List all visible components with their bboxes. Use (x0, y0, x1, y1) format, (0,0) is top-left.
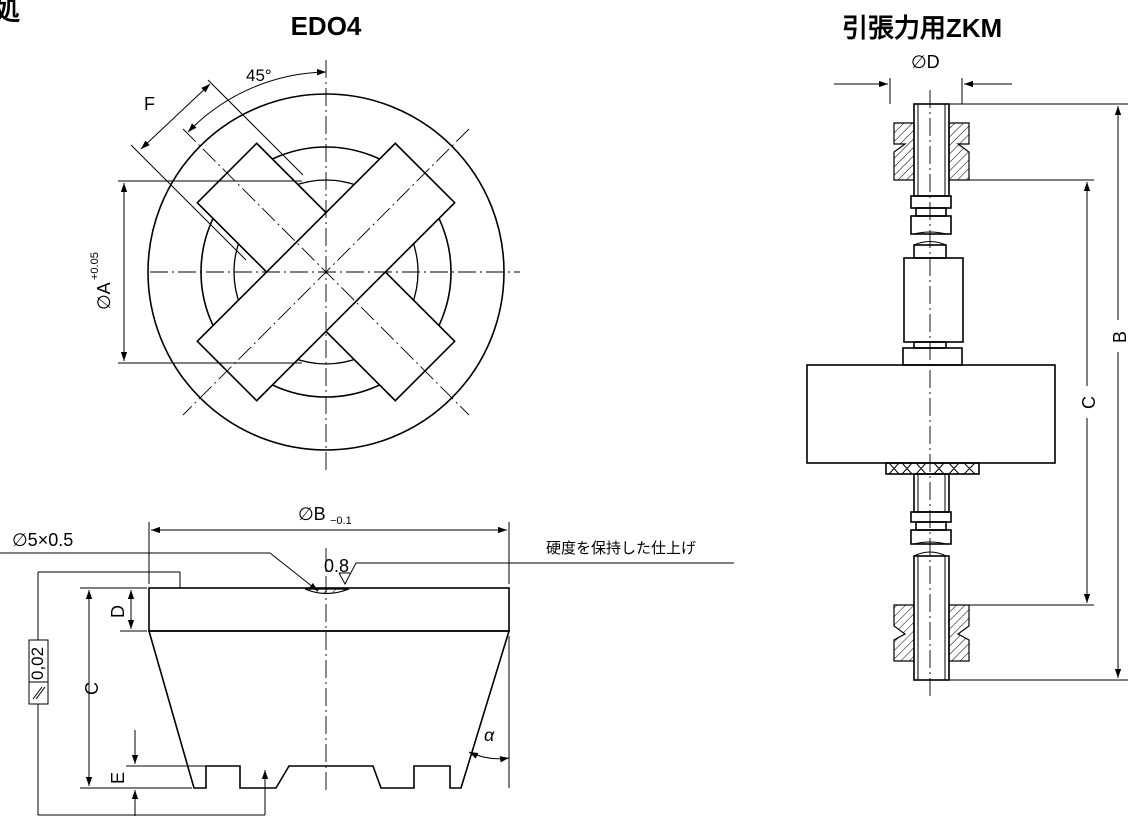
angle-45-label: 45° (246, 66, 272, 85)
f-label: F (144, 94, 155, 114)
edo4-title: EDO4 (291, 11, 362, 41)
top-nut-left (893, 122, 915, 181)
zkm-view: 引張力用ZKM ∅D (806, 13, 1130, 700)
c-label: C (82, 682, 102, 695)
edo4-top-view: EDO4 45° F ∅A +0.05 (89, 11, 520, 470)
dia-b-tolerance: −0.1 (330, 515, 352, 527)
zkm-c-label: C (1079, 396, 1099, 409)
parallel-tolerance-value: 0,02 (28, 647, 47, 680)
upper-collar (902, 347, 963, 366)
b-label: B (1110, 331, 1130, 343)
d-label: D (108, 605, 128, 618)
f-extension-2 (130, 144, 247, 261)
finish-note: 硬度を保持した仕上げ (546, 539, 696, 557)
upper-sleeve (903, 257, 964, 343)
alpha-label: α (484, 725, 495, 745)
side-tapered-body (147, 630, 511, 789)
hardened-spot (304, 588, 350, 595)
alpha-arc (468, 751, 510, 763)
zkm-title: 引張力用ZKM (842, 13, 1002, 43)
top-rod (913, 103, 950, 197)
hole-label: ∅5×0.5 (12, 530, 73, 550)
bottom-nut-right (948, 604, 970, 662)
corner-fragment-text: 処 (0, 0, 20, 26)
e-label: E (108, 772, 128, 784)
roughness-value: 0.8 (324, 556, 349, 576)
dia-d-label: ∅D (911, 52, 940, 72)
roughness-symbol (338, 562, 734, 586)
parallelism-frame: 0,02 (28, 639, 49, 705)
f-dimension-line (140, 83, 211, 150)
top-nut-right (948, 122, 970, 181)
bearing-strip (885, 462, 980, 475)
edo4-side-view: ∅B −0.1 ∅5×0.5 0.8 硬度を保持した仕上げ 0,02 (0, 504, 734, 816)
dia-b-label: ∅B (298, 504, 326, 524)
bottom-nut-left (893, 604, 915, 662)
hole-leader (269, 552, 319, 592)
center-line-diag-2 (182, 128, 470, 416)
zkm-main-block (806, 364, 1056, 464)
dia-a-tolerance: +0.05 (89, 252, 101, 280)
dia-a-label: ∅A (94, 282, 114, 310)
lower-rod (913, 555, 950, 681)
f-extension-1 (207, 79, 304, 176)
side-top-plate (148, 587, 510, 632)
